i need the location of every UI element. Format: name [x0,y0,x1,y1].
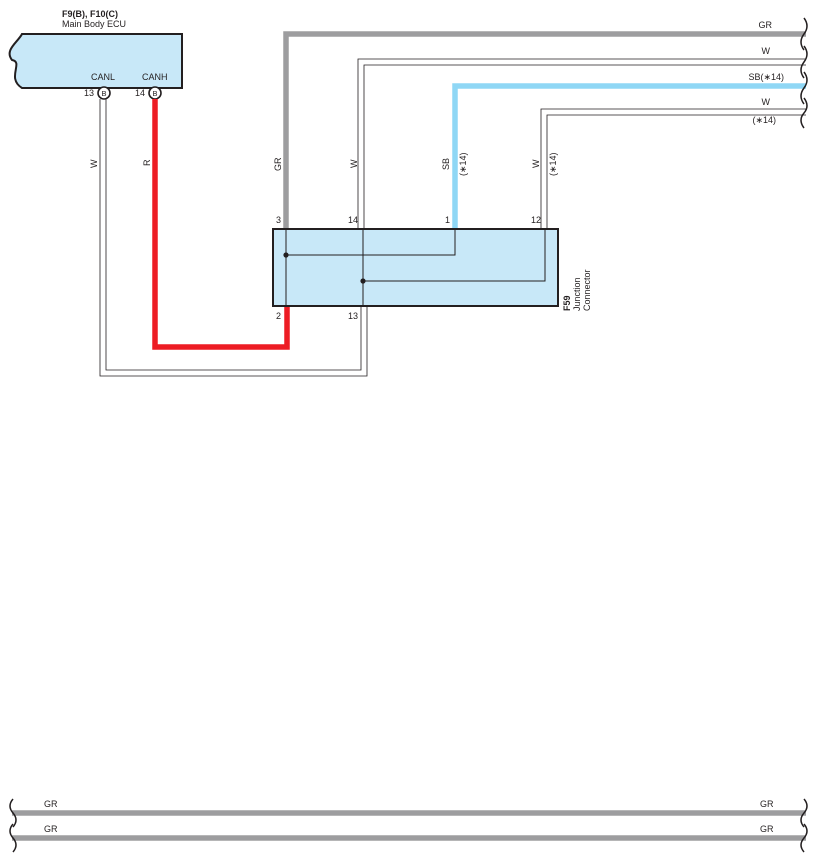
ecu-name: Main Body ECU [62,19,126,29]
junction-name-line1: Junction [572,277,582,311]
junction-code: F59 [562,295,572,311]
ecu-pin-canh-connector: B [152,89,157,98]
continuation-bracket-right [800,17,808,51]
junction-box [272,228,559,307]
bottom-wire-2-right-label: GR [760,824,774,834]
right-label-w2: W [762,97,771,107]
junction-pin-3: 3 [276,215,281,225]
bottom-wire-1-right-label: GR [760,799,774,809]
right-label-gr: GR [759,20,773,30]
continuation-bracket-right [800,45,808,79]
junction-pin-14: 14 [348,215,358,225]
junction-connector-f59: 3 14 1 12 2 13 F59 Junction Connector [272,215,592,321]
ecu-pin-canl-terminal [97,86,111,100]
wire-labels: W R GR W SB (∗14) W (∗14) [89,152,558,176]
ecu-pin-canh-label: CANH [142,72,168,82]
right-edge-labels: GR W SB(∗14) W (∗14) [748,20,784,125]
main-body-ecu: F9(B), F10(C) Main Body ECU CANL CANH 13… [8,9,183,100]
bottom-wire-2-left-label: GR [44,824,58,834]
right-label-sb: SB(∗14) [748,72,784,82]
wire-j12-white [540,108,806,229]
wire-j1-skyblue [452,83,806,229]
junction-pin-2: 2 [276,311,281,321]
continuation-bracket-left [9,823,17,853]
label-j3-wire: GR [273,157,283,171]
junction-pin-13: 13 [348,311,358,321]
wire-j14-white [357,58,806,229]
junction-name-line2: Connector [582,269,592,311]
continuation-bracket-right [800,823,808,853]
continuation-bracket-right [800,798,808,828]
ecu-pin-canl-connector: B [101,89,106,98]
junction-pin-12: 12 [531,215,541,225]
junction-splice-dot [283,252,289,258]
bottom-wire-1-left-label: GR [44,799,58,809]
ecu-connector-codes: F9(B), F10(C) [62,9,118,19]
label-j1-note: (∗14) [458,152,468,176]
label-canl-wire: W [89,159,99,168]
ecu-pin-canl-label: CANL [91,72,115,82]
label-j1-wire: SB [441,158,451,170]
bottom-wire-labels: GR GR GR GR [44,799,774,834]
continuation-brackets [9,17,808,853]
right-label-w1: W [762,46,771,56]
junction-pin-1: 1 [445,215,450,225]
ecu-box [8,33,183,89]
continuation-bracket-right [800,97,808,129]
right-label-note: (∗14) [752,115,776,125]
ecu-pin-canl-number: 13 [84,88,94,98]
junction-internal-bus [285,229,546,306]
label-j14-wire: W [349,159,359,168]
junction-splice-dot [360,278,366,284]
continuation-bracket-left [9,798,17,828]
label-j12-note: (∗14) [548,152,558,176]
label-j12-wire: W [531,159,541,168]
wire-canh-red [152,99,290,350]
wires [12,31,806,841]
wire-j3-gray [283,31,806,229]
wire-canl-white [99,99,368,377]
ecu-pin-canh-number: 14 [135,88,145,98]
label-canh-wire: R [142,159,152,166]
continuation-bracket-right [800,71,808,105]
